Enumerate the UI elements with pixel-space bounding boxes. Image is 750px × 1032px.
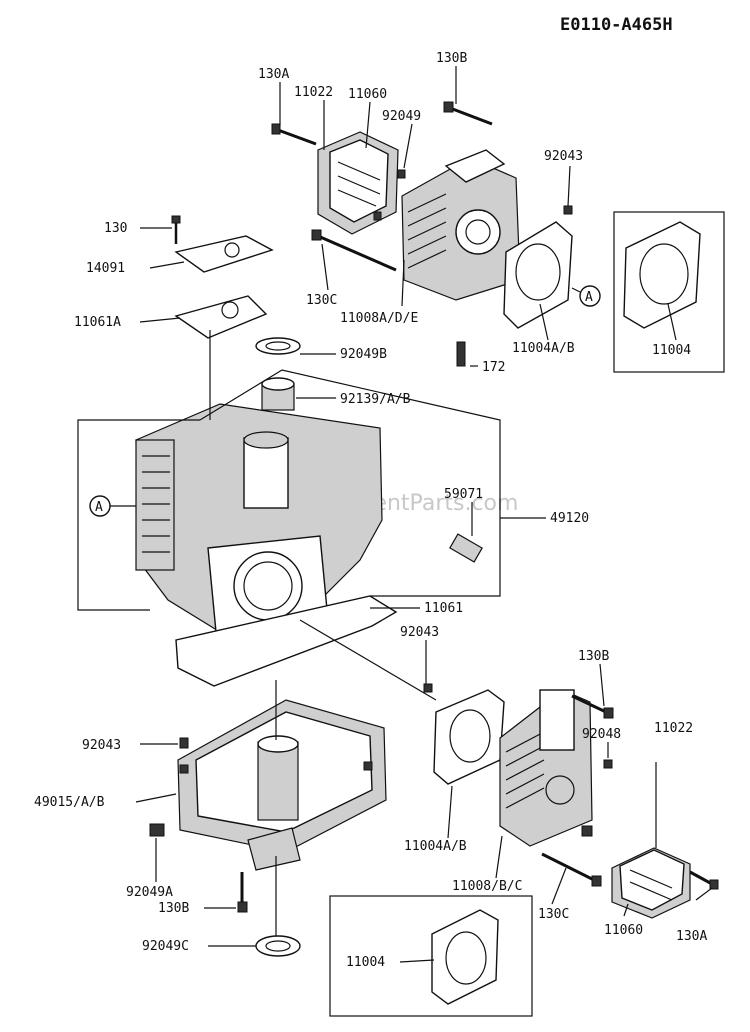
callout-a-mid: A [89, 495, 136, 517]
bolt-130b-right [571, 694, 614, 719]
label-130b-bottom: 130B [158, 901, 189, 916]
svg-text:A: A [585, 290, 593, 305]
label-11060-bottom: 11060 [604, 923, 643, 938]
bolt-130a-top [271, 123, 317, 146]
rocker-cover-bottom [611, 847, 719, 919]
dowel-92043-left [179, 737, 189, 749]
label-11004-top: 11004 [652, 343, 691, 358]
label-130c-top: 130C [306, 293, 337, 308]
bolt-130b-bottom [237, 872, 248, 913]
svg-text:A: A [95, 500, 103, 515]
oil-seal-92049b [255, 337, 301, 355]
seal-92049c [255, 935, 301, 957]
leader-lines [135, 66, 713, 963]
label-130c-bottom: 130C [538, 907, 569, 922]
head-gasket-top [503, 205, 573, 329]
label-11061: 11061 [424, 601, 463, 616]
head-gasket-inset-bottom [431, 909, 499, 1005]
label-92049a: 92049A [126, 885, 173, 900]
label-11004ab-top: 11004A/B [512, 341, 575, 356]
label-11061a: 11061A [74, 315, 121, 330]
label-11004-bottom: 11004 [346, 955, 385, 970]
label-92049c: 92049C [142, 939, 189, 954]
cylinder-head-bottom [499, 689, 613, 847]
label-130b-top: 130B [436, 51, 467, 66]
label-11004ab-bottom: 11004A/B [404, 839, 467, 854]
label-11008bc: 11008/B/C [452, 879, 522, 894]
label-49015ab: 49015/A/B [34, 795, 105, 810]
diagram-code: E0110-A465H [560, 15, 673, 35]
inset-box-top [613, 211, 725, 373]
label-11022-bottom: 11022 [654, 721, 693, 736]
label-49120: 49120 [550, 511, 589, 526]
label-92043-top: 92043 [544, 149, 583, 164]
label-11008ade: 11008A/D/E [340, 311, 418, 326]
inset-box-bottom [329, 895, 533, 1017]
head-gasket-bottom [423, 683, 505, 785]
bearing-92139 [261, 377, 295, 411]
label-92049: 92049 [382, 109, 421, 124]
bolt-130c-bottom [541, 852, 602, 887]
bolt-130b-top [443, 101, 493, 126]
label-130a-top: 130A [258, 67, 289, 82]
label-11060-top: 11060 [348, 87, 387, 102]
crankcase-cover [177, 699, 387, 871]
assembly-bracket [77, 369, 501, 611]
label-130a-bottom: 130A [676, 929, 707, 944]
label-130: 130 [104, 221, 127, 236]
part-labels: 130A 11022 11060 130B 92049 92043 130 14… [34, 51, 707, 970]
label-130b-mid: 130B [578, 649, 609, 664]
plug-92049a [149, 823, 165, 837]
label-172: 172 [482, 360, 505, 375]
label-92139ab: 92139/A/B [340, 392, 411, 407]
label-92043-left: 92043 [82, 738, 121, 753]
label-92049b: 92049B [340, 347, 387, 362]
head-gasket-inset-top [623, 221, 701, 329]
callout-a-top: A [571, 285, 601, 307]
crankcase [135, 403, 383, 633]
cylinder-head-top [311, 149, 521, 367]
label-14091: 14091 [86, 261, 125, 276]
rocker-cover-top [317, 131, 399, 235]
label-59071: 59071 [444, 487, 483, 502]
label-11022-top: 11022 [294, 85, 333, 100]
label-92048: 92048 [582, 727, 621, 742]
pin-59071 [449, 533, 483, 563]
label-92043-mid: 92043 [400, 625, 439, 640]
breather-plate [171, 215, 274, 339]
